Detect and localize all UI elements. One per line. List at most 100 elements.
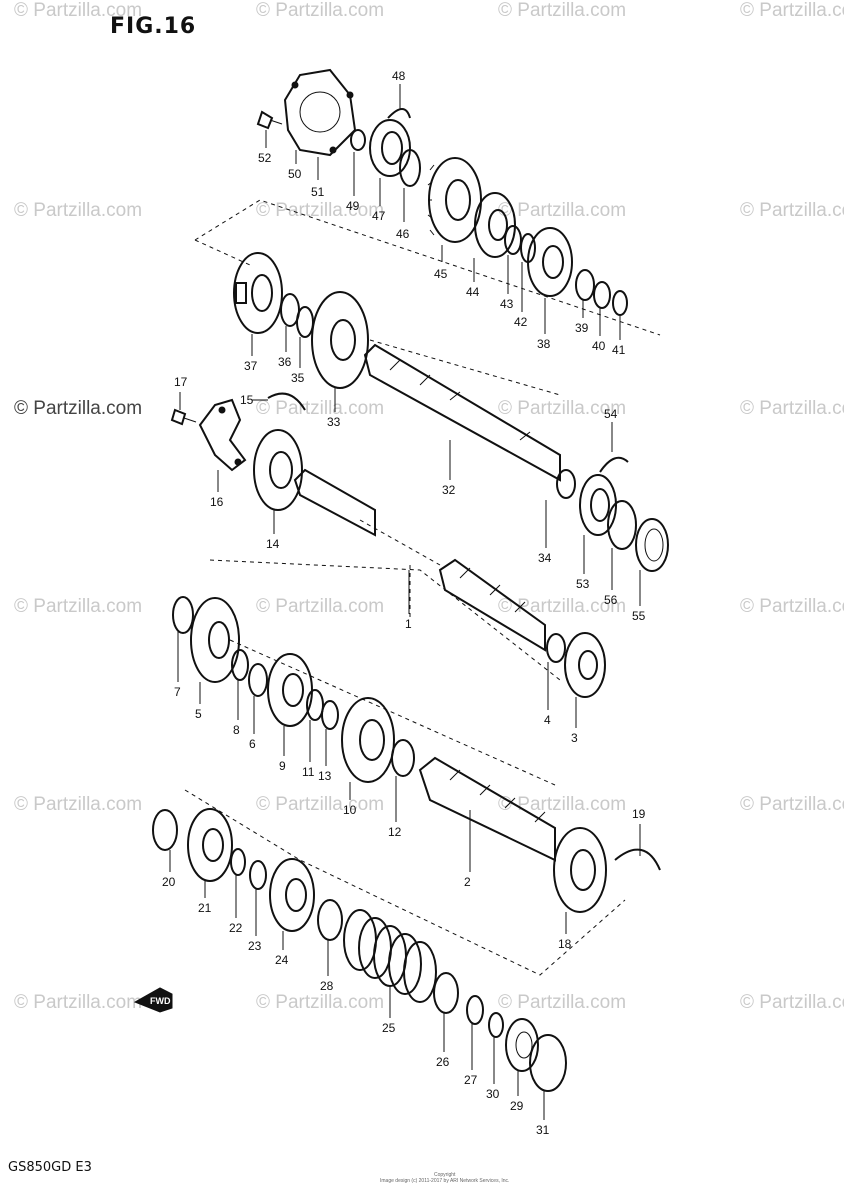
figure-title: FIG.16 [110,14,197,39]
washer-39 [575,269,595,301]
watermark: © Partzilla.com [14,0,143,21]
part-label-54: 54 [604,407,618,421]
part-label-4: 4 [544,713,551,727]
fwd-label: FWD [150,996,171,1006]
part-label-35: 35 [291,371,305,385]
part-label-3: 3 [571,731,578,745]
washer-8 [231,649,249,681]
circlip-19 [614,848,661,871]
circlip-13 [321,700,339,730]
part-label-32: 32 [442,483,456,497]
watermark: © Partzilla.com [740,596,844,617]
nut-27 [466,995,484,1025]
part-label-44: 44 [466,285,480,299]
part-label-16: 16 [210,495,224,509]
shaft-32 [363,343,561,482]
gear-3 [564,632,606,698]
bearing-29 [505,1018,539,1072]
part-label-1: 1 [405,617,412,631]
part-label-24: 24 [275,953,289,967]
part-label-8: 8 [233,723,240,737]
watermark: © Partzilla.com [256,0,385,21]
washer-30 [488,1012,504,1038]
watermark: © Partzilla.com [256,992,385,1013]
part-label-55: 55 [632,609,646,623]
part-label-11: 11 [302,765,315,779]
part-label-34: 34 [538,551,552,565]
copyright-line-2: Image design (c) 2011-2017 by ARI Networ… [380,1178,510,1184]
circlip-54 [599,456,629,473]
part-label-37: 37 [244,359,258,373]
watermark: © Partzilla.com [740,992,844,1013]
watermark: © Partzilla.com [498,200,627,221]
part-label-29: 29 [510,1099,524,1113]
part-label-48: 48 [392,69,406,83]
part-label-39: 39 [575,321,589,335]
gear-10 [341,697,395,783]
part-label-51: 51 [311,185,325,199]
part-label-17: 17 [174,375,188,389]
washer-35 [296,306,314,338]
bearing-14 [253,429,303,511]
copyright-note: Copyright Image design (c) 2011-2017 by … [380,1172,509,1184]
bushing-28 [317,899,343,941]
bushing-12 [391,739,415,777]
part-label-53: 53 [576,577,590,591]
gear-9 [267,653,313,727]
cap-31 [529,1034,567,1092]
gear-37 [233,252,283,334]
copyright-line-1: Copyright [434,1172,456,1178]
model-code: GS850GD E3 [8,1160,92,1175]
part-label-38: 38 [537,337,551,351]
part-label-50: 50 [288,167,302,181]
part-label-46: 46 [396,227,410,241]
part-label-20: 20 [162,875,176,889]
part-number-labels: 52 50 51 49 47 46 48 45 44 43 42 38 39 4… [162,69,646,1137]
drive-gear-21 [187,808,233,882]
washer-34 [556,469,576,499]
part-label-28: 28 [320,979,334,993]
gear-44 [474,192,516,258]
part-label-31: 31 [536,1123,550,1137]
watermark: © Partzilla.com [256,596,385,617]
ring-46 [399,149,421,187]
leader-lines [169,84,641,1120]
part-label-33: 33 [327,415,341,429]
watermark: © Partzilla.com [14,398,143,419]
screw-52 [256,110,283,130]
bearing-18 [553,827,607,913]
part-label-9: 9 [279,759,286,773]
washer-11 [306,689,324,721]
watermark: © Partzilla.com [14,596,143,617]
gear-38 [527,227,573,297]
oil-seal-49 [350,129,366,151]
part-label-13: 13 [318,769,332,783]
part-label-21: 21 [198,901,212,915]
part-label-42: 42 [514,315,528,329]
spring-25 [343,909,437,1003]
gear-5 [190,597,240,683]
watermark: © Partzilla.com [256,398,385,419]
watermark: © Partzilla.com [14,200,143,221]
ring-20 [152,809,178,851]
watermark: © Partzilla.com [740,398,844,419]
part-label-27: 27 [464,1073,478,1087]
forward-arrow-icon: FWD [133,987,173,1013]
cam-24 [269,858,315,932]
watermark: © Partzilla.com [14,794,143,815]
countershaft-2 [418,756,556,862]
circlip-23 [249,860,267,890]
part-label-5: 5 [195,707,202,721]
circlip-48 [387,108,411,119]
part-label-2: 2 [464,875,471,889]
bolt-17 [170,408,197,426]
part-label-14: 14 [266,537,280,551]
watermark: © Partzilla.com [14,992,143,1013]
bearing-47 [369,119,411,177]
part-label-30: 30 [486,1087,500,1101]
gear-45 [427,157,482,243]
watermark: © Partzilla.com [256,794,385,815]
bearing-53 [579,474,617,536]
part-label-19: 19 [632,807,646,821]
watermark: © Partzilla.com [740,0,844,21]
